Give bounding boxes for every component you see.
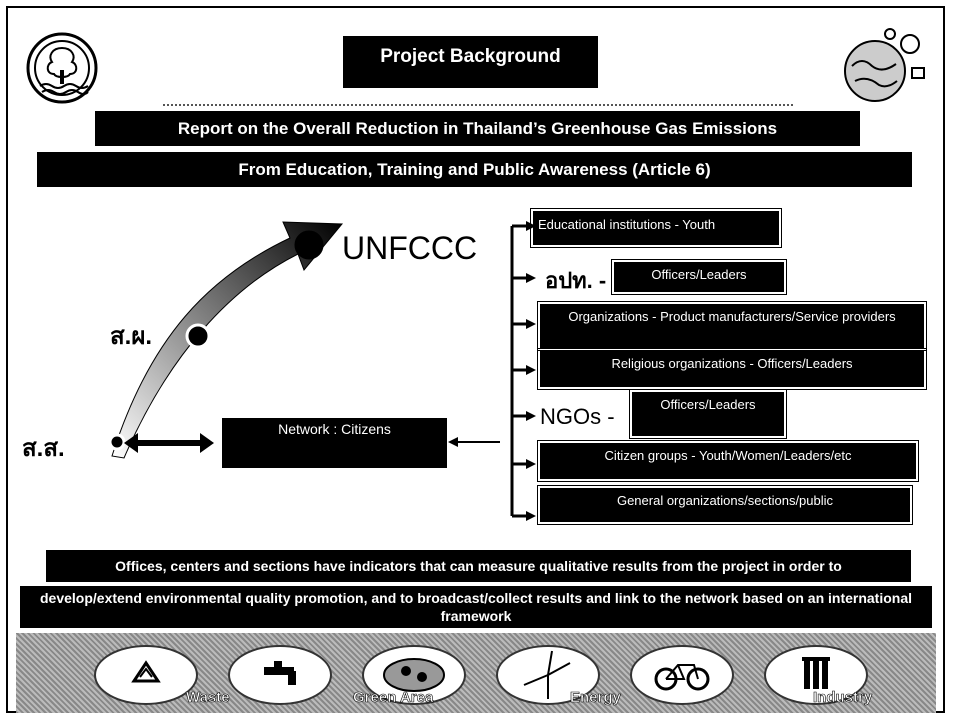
heading-article: From Education, Training and Public Awar…: [37, 152, 912, 187]
page-title: Project Background: [343, 36, 598, 88]
org-logo: [26, 32, 98, 104]
list-item-local-admin: Officers/Leaders: [611, 259, 787, 295]
wind-turbine-icon: [496, 645, 600, 705]
band-label-industry: Industry: [813, 689, 873, 707]
list-item-ngos: Officers/Leaders: [629, 389, 787, 439]
park-icon: [362, 645, 466, 705]
list-item-education: Educational institutions - Youth: [530, 208, 782, 248]
node-sp: [185, 323, 211, 349]
factory-icon: [764, 645, 868, 705]
label-unfccc: UNFCCC: [342, 230, 478, 266]
progression-arrow: [108, 221, 500, 459]
faucet-icon: [228, 645, 332, 705]
summary-line1: Offices, centers and sections have indic…: [46, 550, 911, 582]
list-prefix-opt: อปท. -: [545, 268, 607, 293]
node-unfccc: [294, 230, 324, 260]
list-prefix-ngos: NGOs -: [540, 404, 615, 429]
band-label-energy: Energy: [570, 689, 621, 707]
band-label-waste: Waste: [186, 689, 230, 707]
list-item-organizations: Organizations - Product manufacturers/Se…: [537, 301, 927, 351]
label-ss: ส.ส.: [22, 435, 65, 462]
globe-logo: [844, 28, 925, 102]
band-label-green: Green Area: [353, 689, 434, 707]
list-item-general: General organizations/sections/public: [537, 485, 913, 525]
bicycle-icon: [630, 645, 734, 705]
heading-report: Report on the Overall Reduction in Thail…: [95, 111, 860, 146]
node-ss: [108, 433, 126, 451]
divider: [163, 104, 793, 106]
network-box: Network : Citizens: [222, 418, 447, 468]
list-bracket: [510, 221, 536, 521]
summary-line2: develop/extend environmental quality pro…: [20, 586, 932, 628]
recycle-icon: [94, 645, 198, 705]
label-sp: ส.ผ.: [110, 323, 153, 350]
list-item-religious: Religious organizations - Officers/Leade…: [537, 348, 927, 390]
list-item-citizen-groups: Citizen groups - Youth/Women/Leaders/etc: [537, 440, 919, 482]
